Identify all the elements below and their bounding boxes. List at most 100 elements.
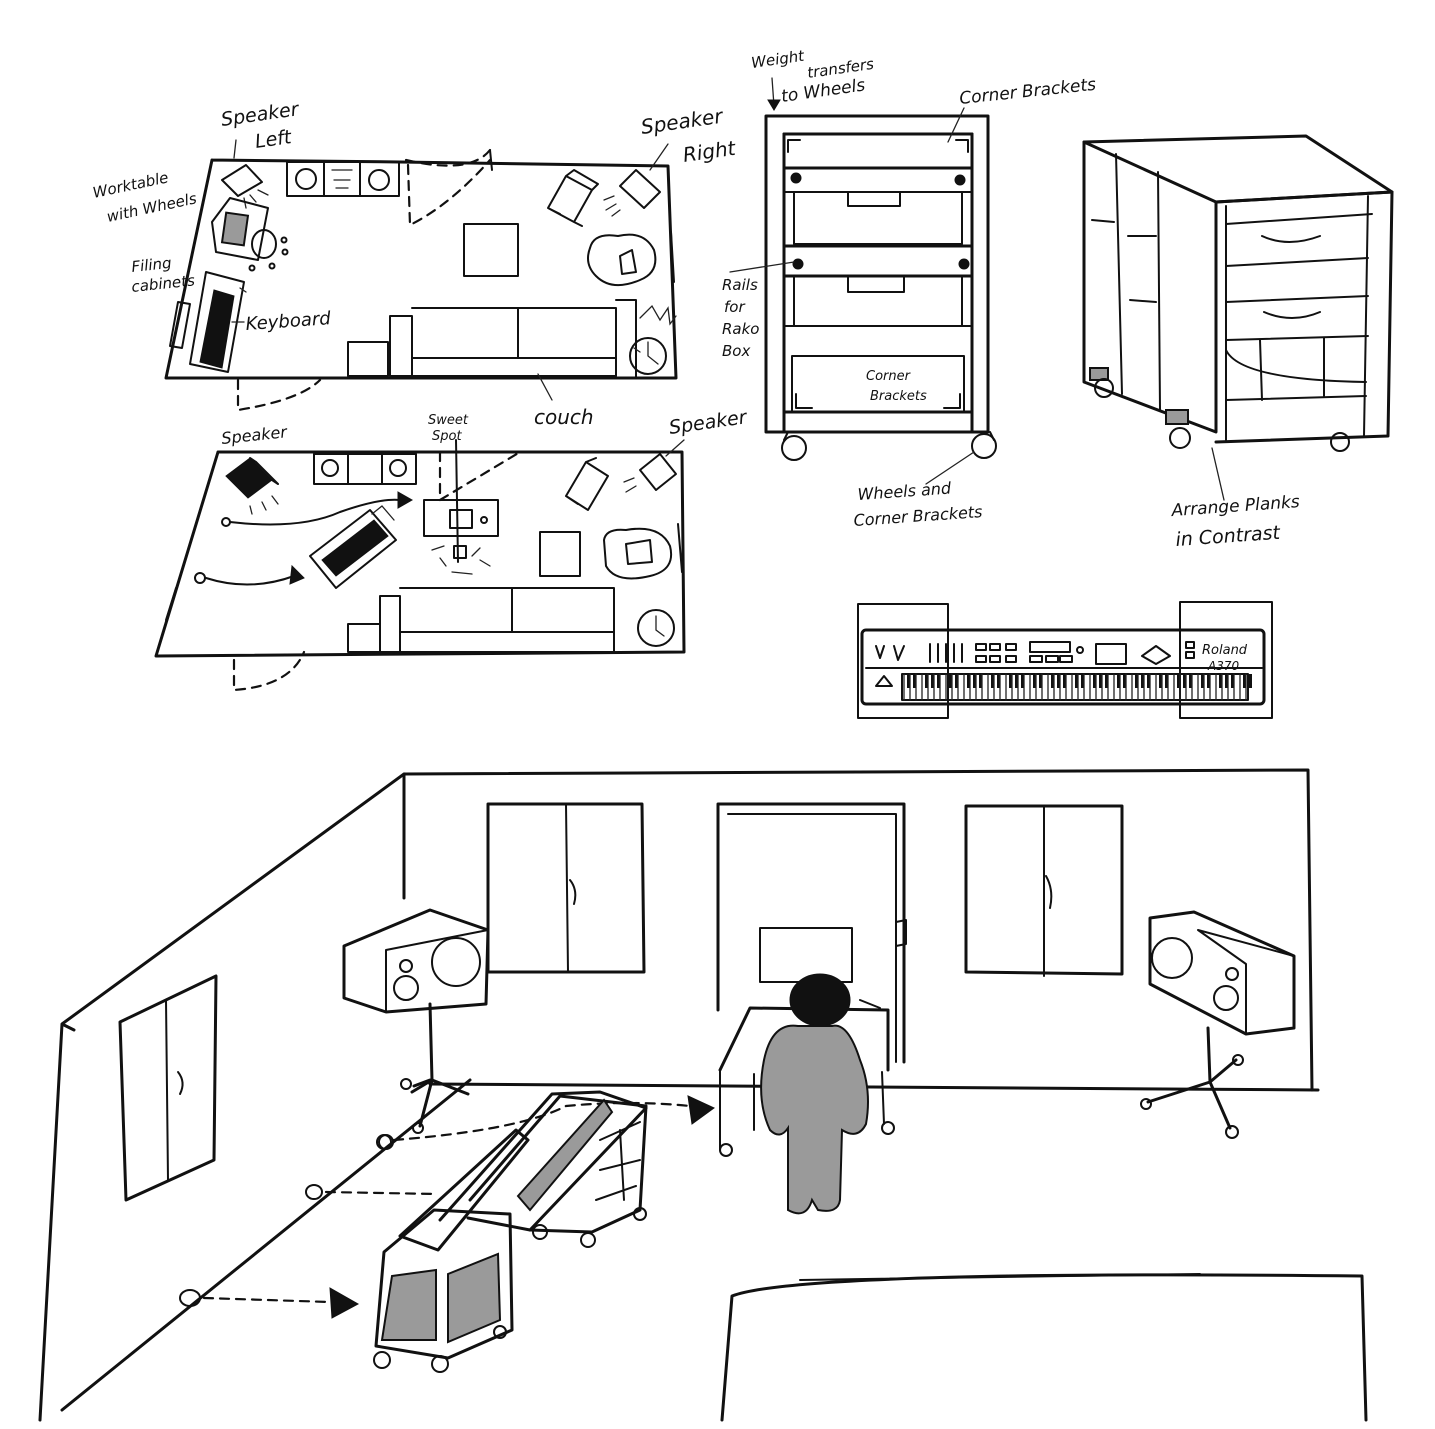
armchair-2 (565, 457, 609, 511)
desk-center (423, 439, 499, 575)
window-marker-3 (165, 587, 177, 621)
black-key (913, 674, 916, 688)
black-key (1165, 674, 1168, 688)
black-key (1207, 674, 1210, 688)
black-key (1225, 674, 1228, 688)
black-key (1243, 674, 1246, 688)
black-key (1015, 674, 1018, 688)
label-filing: Filing (131, 254, 173, 276)
label-sweet-spot-2: Spot (432, 429, 462, 444)
window-marker (670, 231, 675, 283)
couch-plan-2 (347, 587, 675, 653)
door-back-center (716, 802, 907, 1064)
black-key (1021, 674, 1024, 688)
label-rails-2: for (724, 298, 745, 316)
black-key (1075, 674, 1078, 688)
keyboard-keys (903, 673, 1252, 701)
door-swing-3 (438, 450, 522, 502)
couch-plan (347, 299, 637, 379)
listener-mark-2 (194, 572, 206, 584)
label-weight: Weight (750, 47, 806, 72)
label-wheels: Wheels and (857, 478, 953, 504)
window-back-left (486, 802, 646, 974)
window-back-right (964, 804, 1124, 977)
keyboard-cart-back (438, 1090, 648, 1248)
speaker-right-stand (1140, 910, 1296, 1139)
worktable (211, 197, 289, 272)
label-speaker-2-left: Speaker (220, 422, 289, 448)
room-walls (38, 768, 1314, 1422)
black-key (973, 674, 976, 688)
black-key (955, 674, 958, 688)
black-key (1147, 674, 1150, 688)
black-key (1081, 674, 1084, 688)
door-marker (489, 149, 493, 171)
black-key (1117, 674, 1120, 688)
black-key (1033, 674, 1036, 688)
black-key (1201, 674, 1204, 688)
label-planks-2: in Contrast (1175, 522, 1282, 551)
door-swing (404, 148, 492, 227)
person-seated (760, 973, 869, 1215)
label-weight-3: to Wheels (780, 75, 867, 107)
keyboard-plan (189, 271, 247, 373)
side-table (629, 304, 677, 375)
path-arrow-1 (229, 498, 401, 526)
speaker-left-2 (225, 457, 279, 515)
black-key (1189, 674, 1192, 688)
label-sweet-spot: Sweet (428, 413, 469, 428)
black-key (1057, 674, 1060, 688)
black-key (1159, 674, 1162, 688)
black-key (1135, 674, 1138, 688)
black-key (1093, 674, 1096, 688)
label-rails: Rails (722, 276, 758, 294)
rug (587, 233, 657, 287)
armchair (547, 169, 599, 227)
label-couch: couch (534, 405, 594, 429)
black-key (949, 674, 952, 688)
filing-cabinet (169, 301, 191, 349)
speaker-right-2 (623, 453, 677, 493)
black-key (1249, 674, 1252, 688)
door-swing-2 (232, 650, 306, 692)
speaker-left-stand (342, 908, 490, 1150)
label-corner-brackets-mid: Corner (866, 369, 912, 384)
listener-paths (179, 1095, 715, 1319)
rack-units-2 (313, 453, 417, 485)
black-key (979, 674, 982, 688)
floor-plan-2: Speaker Speaker Sweet Spot (154, 406, 749, 692)
label-model: A370 (1207, 659, 1239, 673)
black-key (1063, 674, 1066, 688)
label-wheels-2: Corner Brackets (853, 502, 983, 530)
listener-mark-1 (221, 517, 231, 527)
black-key (1105, 674, 1108, 688)
black-key (1183, 674, 1186, 688)
coffee-table (463, 223, 519, 277)
floor-plan-1: Speaker Left Speaker Right Worktable wit… (91, 98, 738, 429)
black-key (991, 674, 994, 688)
label-rails-4: Box (722, 342, 750, 360)
rug-2 (603, 527, 672, 580)
back-floor-line (412, 1078, 1320, 1092)
couch-perspective (720, 1273, 1368, 1422)
black-key (967, 674, 970, 688)
rack-units (286, 161, 400, 197)
label-corner-brackets-mid-2: Brackets (870, 389, 927, 404)
black-key (1009, 674, 1012, 688)
black-key (1141, 674, 1144, 688)
room-perspective (38, 768, 1368, 1422)
label-planks: Arrange Planks (1170, 492, 1301, 521)
black-key (1219, 674, 1222, 688)
black-key (1099, 674, 1102, 688)
label-rails-3: Rako (722, 320, 759, 338)
window-left-wall (118, 974, 218, 1202)
black-key (925, 674, 928, 688)
black-key (1123, 674, 1126, 688)
black-key (1231, 674, 1234, 688)
label-corner-brackets-top: Corner Brackets (958, 75, 1097, 109)
keyboard-cart-front (373, 1128, 530, 1373)
speaker-right (603, 169, 661, 217)
black-key (931, 674, 934, 688)
